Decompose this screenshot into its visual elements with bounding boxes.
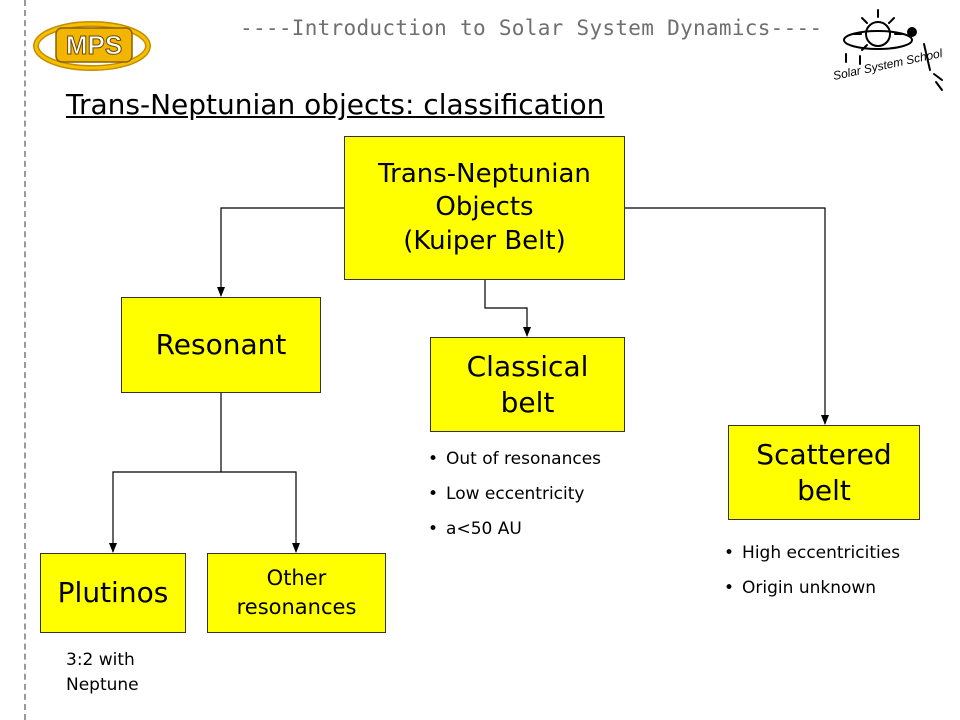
solar-system-school-text: Solar System School — [832, 46, 944, 83]
box-plutinos-label: Plutinos — [57, 576, 169, 610]
box-classical-belt-label: Classical belt — [466, 349, 589, 419]
box-other-resonances-label: Other resonances — [236, 565, 357, 619]
arrow-tno-to-resonant — [217, 207, 344, 297]
box-scattered-belt: Scattered belt — [728, 425, 920, 520]
box-resonant-label: Resonant — [155, 328, 287, 362]
box-trans-neptunian-objects-label: Trans-Neptunian Objects (Kuiper Belt) — [378, 159, 591, 256]
scattered-note-item: Origin unknown — [724, 578, 900, 598]
box-resonant: Resonant — [121, 297, 321, 393]
mps-logo-text: MPS — [66, 30, 122, 60]
slide-header: ----Introduction to Solar System Dynamic… — [240, 16, 823, 40]
classical-note-item: Low eccentricity — [428, 484, 601, 504]
classical-note-item: Out of resonances — [428, 449, 601, 469]
arrow-resonant-to-other — [221, 471, 300, 553]
mps-logo: MPS — [33, 21, 151, 71]
classical-notes-list: Out of resonances Low eccentricity a<50 … — [428, 449, 601, 554]
scattered-notes-list: High eccentricities Origin unknown — [724, 543, 900, 613]
slide-title: Trans-Neptunian objects: classification — [66, 88, 605, 121]
classical-note-item: a<50 AU — [428, 519, 601, 539]
arrow-tno-to-classical — [484, 280, 531, 337]
box-scattered-belt-label: Scattered belt — [756, 437, 892, 507]
box-classical-belt: Classical belt — [430, 337, 625, 432]
box-other-resonances: Other resonances — [207, 553, 386, 633]
box-plutinos: Plutinos — [40, 553, 186, 633]
scattered-note-item: High eccentricities — [724, 543, 900, 563]
plutinos-note: 3:2 with Neptune — [66, 650, 139, 695]
solar-system-school-logo: Solar System School — [832, 9, 944, 91]
arrow-resonant-to-plutinos — [109, 393, 222, 553]
left-dashed-border — [24, 0, 26, 720]
box-trans-neptunian-objects: Trans-Neptunian Objects (Kuiper Belt) — [344, 136, 625, 280]
arrow-tno-to-scattered — [625, 207, 829, 425]
